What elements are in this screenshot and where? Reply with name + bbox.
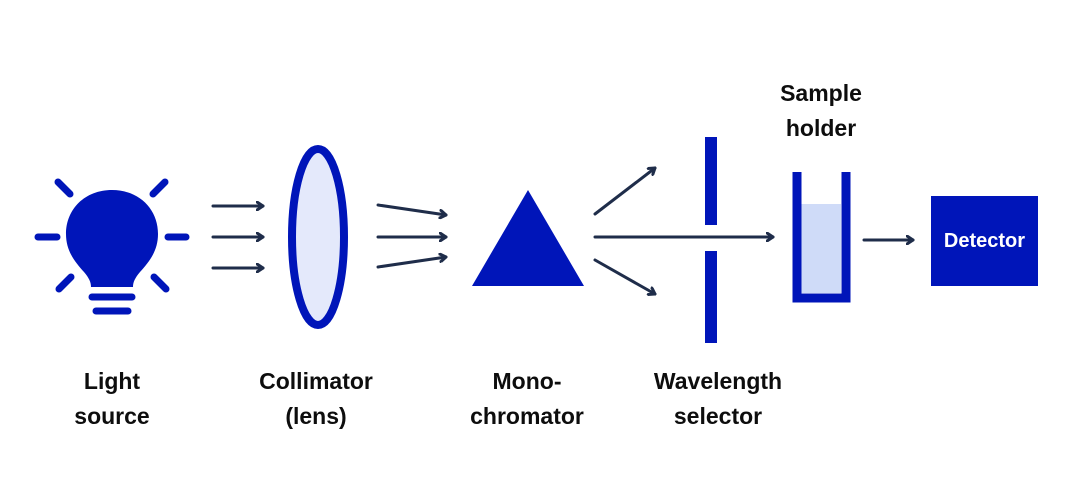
light-source-label: Light source: [22, 364, 202, 434]
monochromator-label: Mono- chromator: [437, 364, 617, 434]
cuvette-icon: [792, 172, 851, 303]
lightbulb-icon: [34, 178, 190, 315]
beam-arrows-to-lens: [211, 206, 265, 268]
sample-holder-label: Sample holder: [731, 76, 911, 146]
slit-icon: [705, 137, 717, 343]
monochromator-label-line2: chromator: [470, 403, 584, 429]
detector-box: [931, 196, 1038, 286]
collimator-label-line1: Collimator: [259, 368, 373, 394]
sample-holder-label-line2: holder: [785, 115, 857, 141]
lens-icon: [288, 145, 348, 329]
collimator-label: Collimator (lens): [226, 364, 406, 434]
collimator-label-line2: (lens): [285, 403, 347, 429]
prism-icon: [472, 190, 584, 286]
light-source-label-line2: source: [74, 403, 150, 429]
wavelength-selector-label-line2: selector: [673, 403, 763, 429]
beam-arrows-to-prism: [376, 203, 448, 269]
dispersed-beams: [593, 166, 775, 294]
light-source-label-line1: Light: [83, 368, 141, 394]
sample-holder-label-line1: Sample: [780, 80, 862, 106]
wavelength-selector-label: Wavelength selector: [628, 364, 808, 434]
wavelength-selector-label-line1: Wavelength: [653, 368, 783, 394]
detector-label: Detector: [943, 230, 1026, 252]
monochromator-label-line1: Mono-: [492, 368, 562, 394]
